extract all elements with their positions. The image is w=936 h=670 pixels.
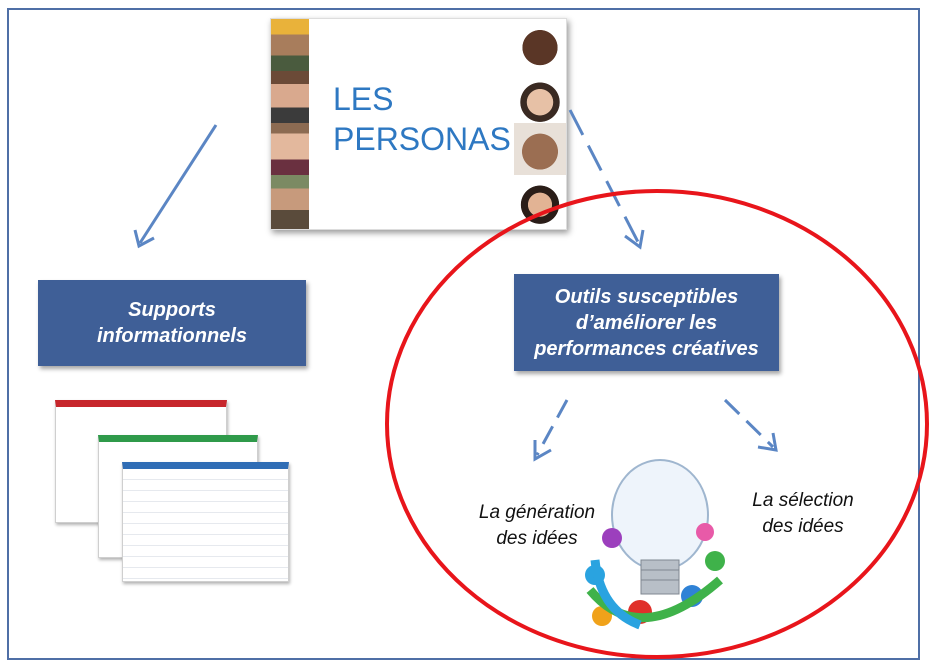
- outils-box: Outils susceptibles d’améliorer les perf…: [514, 274, 779, 371]
- outils-line2: d’améliorer les: [575, 311, 718, 334]
- arrow-to-outils: [568, 109, 640, 243]
- persona-photo-icon: [271, 19, 309, 71]
- people-circle-icon: [585, 523, 725, 630]
- selection-line2: des idées: [762, 516, 844, 537]
- persona-photo-icon: [271, 123, 309, 175]
- lightbulb-icon: [611, 459, 709, 595]
- arrow-head: [757, 432, 778, 452]
- persona-photo-icon: [514, 123, 566, 175]
- supports-line2: informationnels: [96, 325, 247, 347]
- selection-line1: La sélection: [752, 490, 854, 511]
- arrow-to-selection: [723, 398, 775, 449]
- selection-label: La sélection des idées: [728, 488, 878, 540]
- supports-box: Supports informationnels: [38, 280, 306, 366]
- highlight-ellipse: [385, 189, 929, 659]
- generation-line1: La génération: [478, 502, 596, 523]
- persona-photo-icon: [514, 71, 566, 123]
- arrow-to-generation: [535, 399, 569, 456]
- arrow-to-supports: [138, 124, 218, 244]
- arrow-head: [624, 229, 645, 250]
- persona-photo-icon: [271, 175, 309, 229]
- arrow-head: [533, 440, 552, 462]
- persona-photo-icon: [514, 19, 566, 71]
- outils-line1: Outils susceptibles: [554, 285, 739, 308]
- persona-photo-icon: [271, 71, 309, 123]
- personas-card: LES PERSONAS: [270, 18, 567, 230]
- personas-title-line1: LES: [333, 81, 394, 117]
- generation-label: La génération des idées: [462, 500, 612, 552]
- outils-line3: performances créatives: [534, 337, 759, 360]
- generation-line2: des idées: [496, 528, 578, 549]
- personas-title-line2: PERSONAS: [333, 121, 511, 157]
- arrow-head: [133, 229, 155, 249]
- supports-line1: Supports: [128, 299, 216, 321]
